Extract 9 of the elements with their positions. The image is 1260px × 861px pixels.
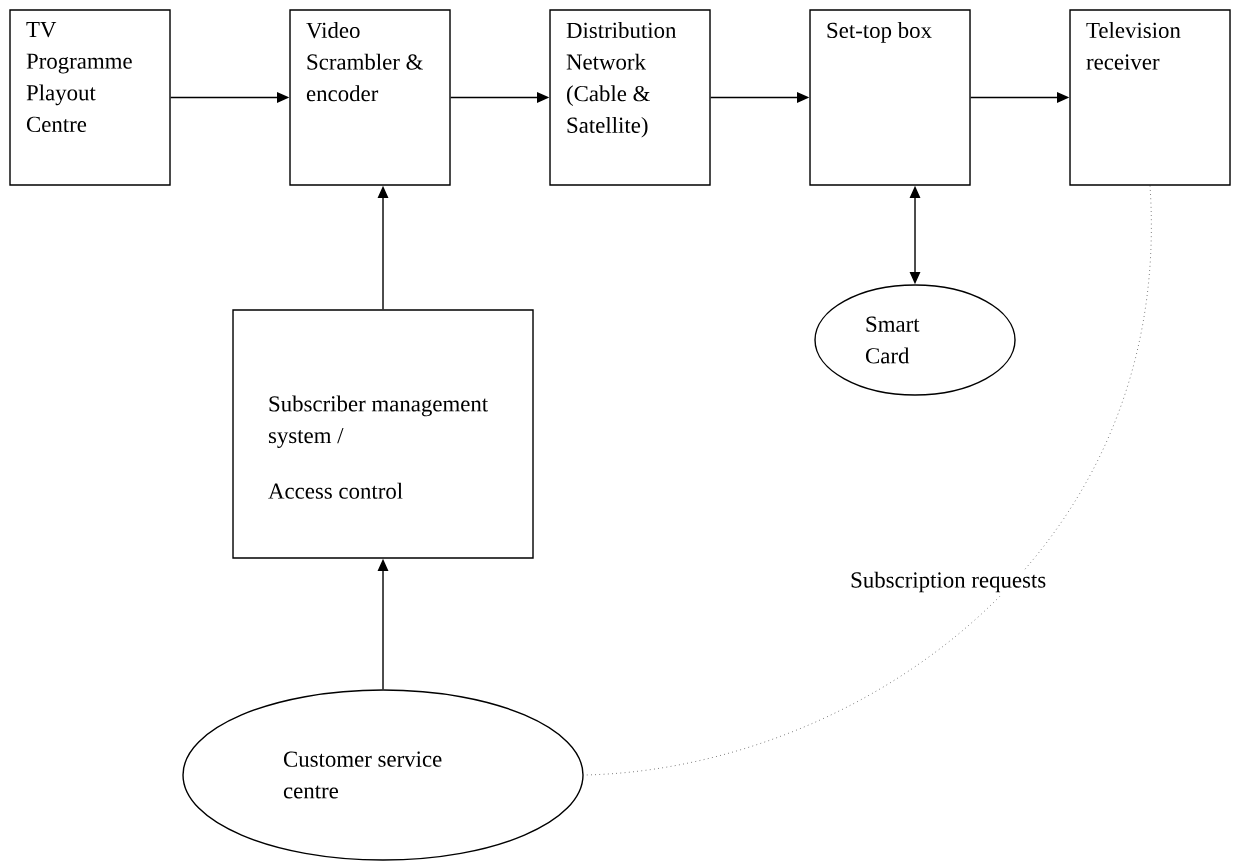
ellipse-node: Smart Card — [814, 284, 1016, 396]
ellipse-node: Customer service centre — [182, 689, 584, 861]
process-box: Television receiver — [1069, 9, 1231, 186]
process-box: Subscriber management system / Access control — [232, 309, 534, 559]
process-box: Distribution Network (Cable & Satellite) — [549, 9, 711, 186]
edge-label: Subscription requests — [848, 569, 1048, 595]
process-box: TV Programme Playout Centre — [9, 9, 171, 186]
process-box: Video Scrambler & encoder — [289, 9, 451, 186]
process-box: Set-top box — [809, 9, 971, 186]
